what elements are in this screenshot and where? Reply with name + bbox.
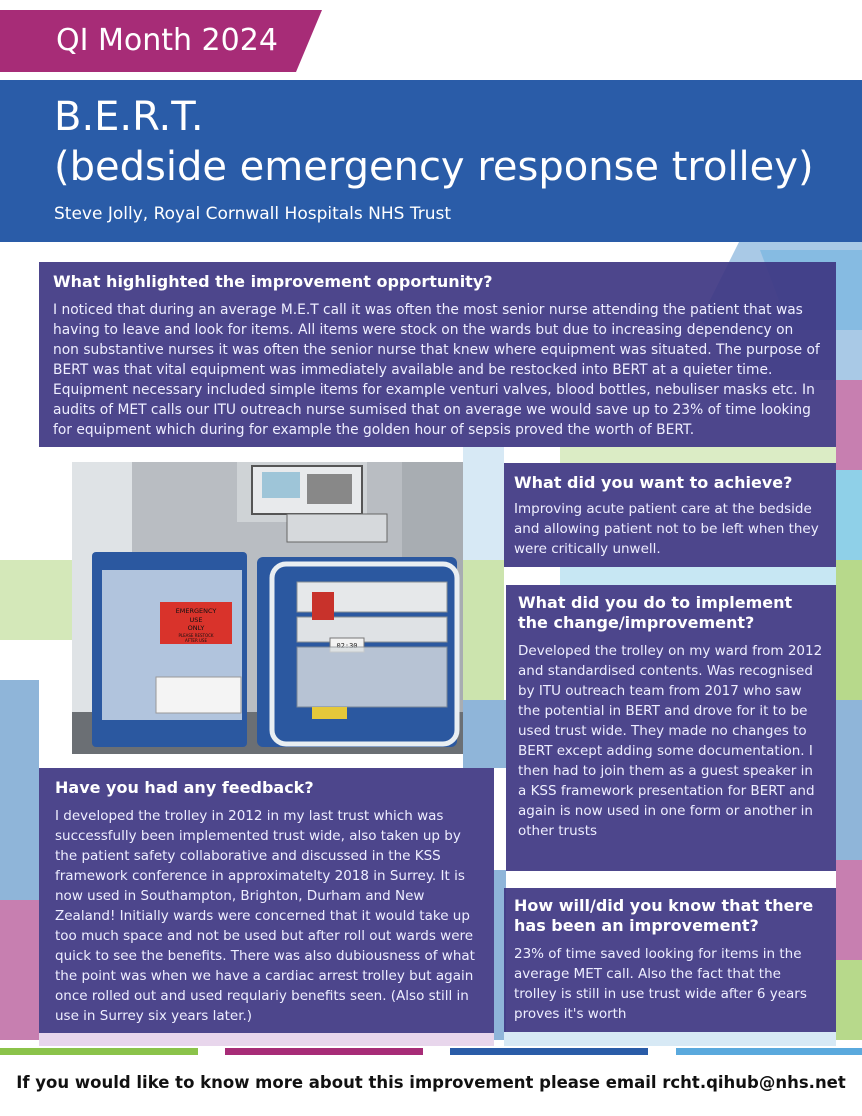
stripe-blue	[450, 1048, 648, 1055]
page-title: B.E.R.T.	[54, 94, 204, 140]
opportunity-heading: What highlighted the improvement opportu…	[53, 272, 493, 291]
achieve-body: Improving acute patient care at the beds…	[514, 501, 819, 557]
achieve-panel: What did you want to achieve? Improving …	[504, 463, 836, 567]
know-panel: How will/did you know that there has bee…	[504, 888, 836, 1032]
sign-line3: ONLY	[188, 624, 205, 632]
sign-line5: AFTER USE	[185, 638, 207, 643]
know-heading: How will/did you know that there has bee…	[514, 896, 814, 935]
page-subtitle: (bedside emergency response trolley)	[54, 144, 814, 190]
trolley-photo: EMERGENCY USE ONLY PLEASE RESTOCK AFTER …	[72, 462, 463, 754]
stripe-green	[0, 1048, 198, 1055]
footer-contact: If you would like to know more about thi…	[16, 1073, 846, 1092]
feedback-body: I developed the trolley in 2012 in my la…	[55, 808, 475, 1024]
author-line: Steve Jolly, Royal Cornwall Hospitals NH…	[54, 204, 452, 224]
implement-heading: What did you do to implement the change/…	[518, 593, 793, 632]
feedback-heading: Have you had any feedback?	[55, 778, 314, 797]
qi-month-label: QI Month 2024	[56, 23, 278, 58]
sign-line2: USE	[190, 616, 203, 624]
stripe-light-blue	[676, 1048, 862, 1055]
sign-line4: PLEASE RESTOCK	[178, 633, 213, 638]
achieve-heading: What did you want to achieve?	[514, 473, 793, 492]
opportunity-body: I noticed that during an average M.E.T c…	[53, 302, 820, 438]
trolley-display: 02:30	[336, 642, 357, 650]
implement-panel: What did you do to implement the change/…	[506, 585, 836, 871]
implement-body: Developed the trolley on my ward from 20…	[518, 643, 823, 839]
title-banner: B.E.R.T. (bedside emergency response tro…	[0, 80, 862, 242]
sign-line1: EMERGENCY	[176, 607, 217, 615]
opportunity-panel: What highlighted the improvement opportu…	[39, 262, 836, 447]
stripe-magenta	[225, 1048, 423, 1055]
know-body: 23% of time saved looking for items in t…	[514, 946, 807, 1022]
trolley-illustration: EMERGENCY USE ONLY PLEASE RESTOCK AFTER …	[72, 462, 463, 754]
qi-month-tag: QI Month 2024	[0, 10, 322, 72]
feedback-panel: Have you had any feedback? I developed t…	[39, 768, 494, 1033]
